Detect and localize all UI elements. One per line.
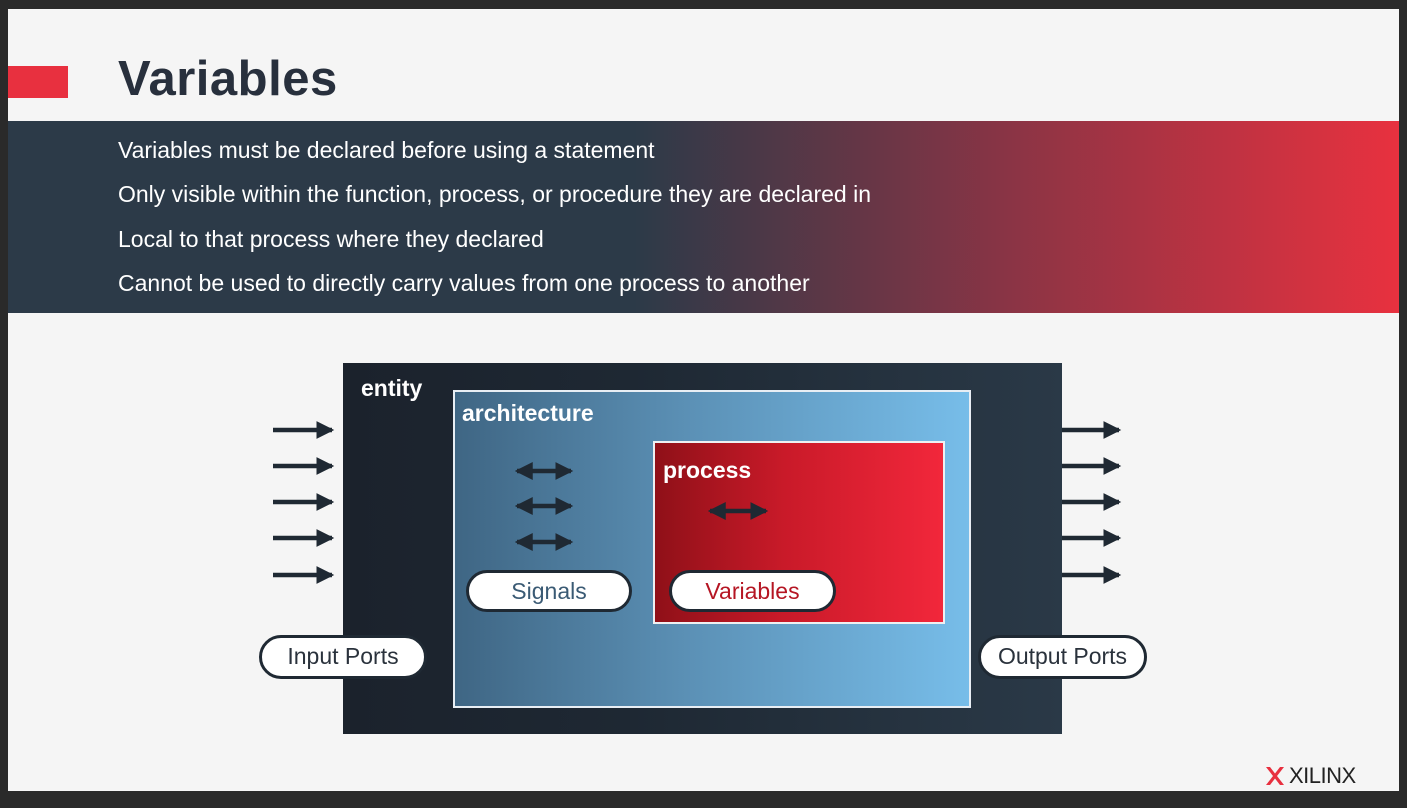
logo-text: XILINX <box>1289 763 1356 788</box>
signals-pill: Signals <box>466 570 632 612</box>
entity-label: entity <box>361 375 423 401</box>
process-label: process <box>663 457 752 483</box>
xilinx-logo-icon <box>1266 767 1284 785</box>
input-arrows <box>273 421 335 584</box>
bullet-3: Local to that process where they declare… <box>118 226 544 252</box>
xilinx-logo: XILINX <box>1265 763 1356 789</box>
bullet-band: Variables must be declared before using … <box>8 121 1399 313</box>
output-ports-pill: Output Ports <box>978 635 1147 679</box>
arrows-layer <box>273 421 1122 584</box>
output-arrows <box>1062 421 1122 584</box>
title-accent-bar <box>8 66 68 98</box>
bullet-1: Variables must be declared before using … <box>118 137 655 163</box>
slide-title: Variables <box>118 52 338 106</box>
signal-arrows <box>514 462 574 551</box>
variables-pill: Variables <box>669 570 836 612</box>
architecture-label: architecture <box>462 400 594 426</box>
slide: Variables Variables must be declared bef… <box>8 9 1399 791</box>
input-ports-pill: Input Ports <box>259 635 427 679</box>
bullet-4: Cannot be used to directly carry values … <box>118 270 810 296</box>
bullet-2: Only visible within the function, proces… <box>118 181 872 207</box>
